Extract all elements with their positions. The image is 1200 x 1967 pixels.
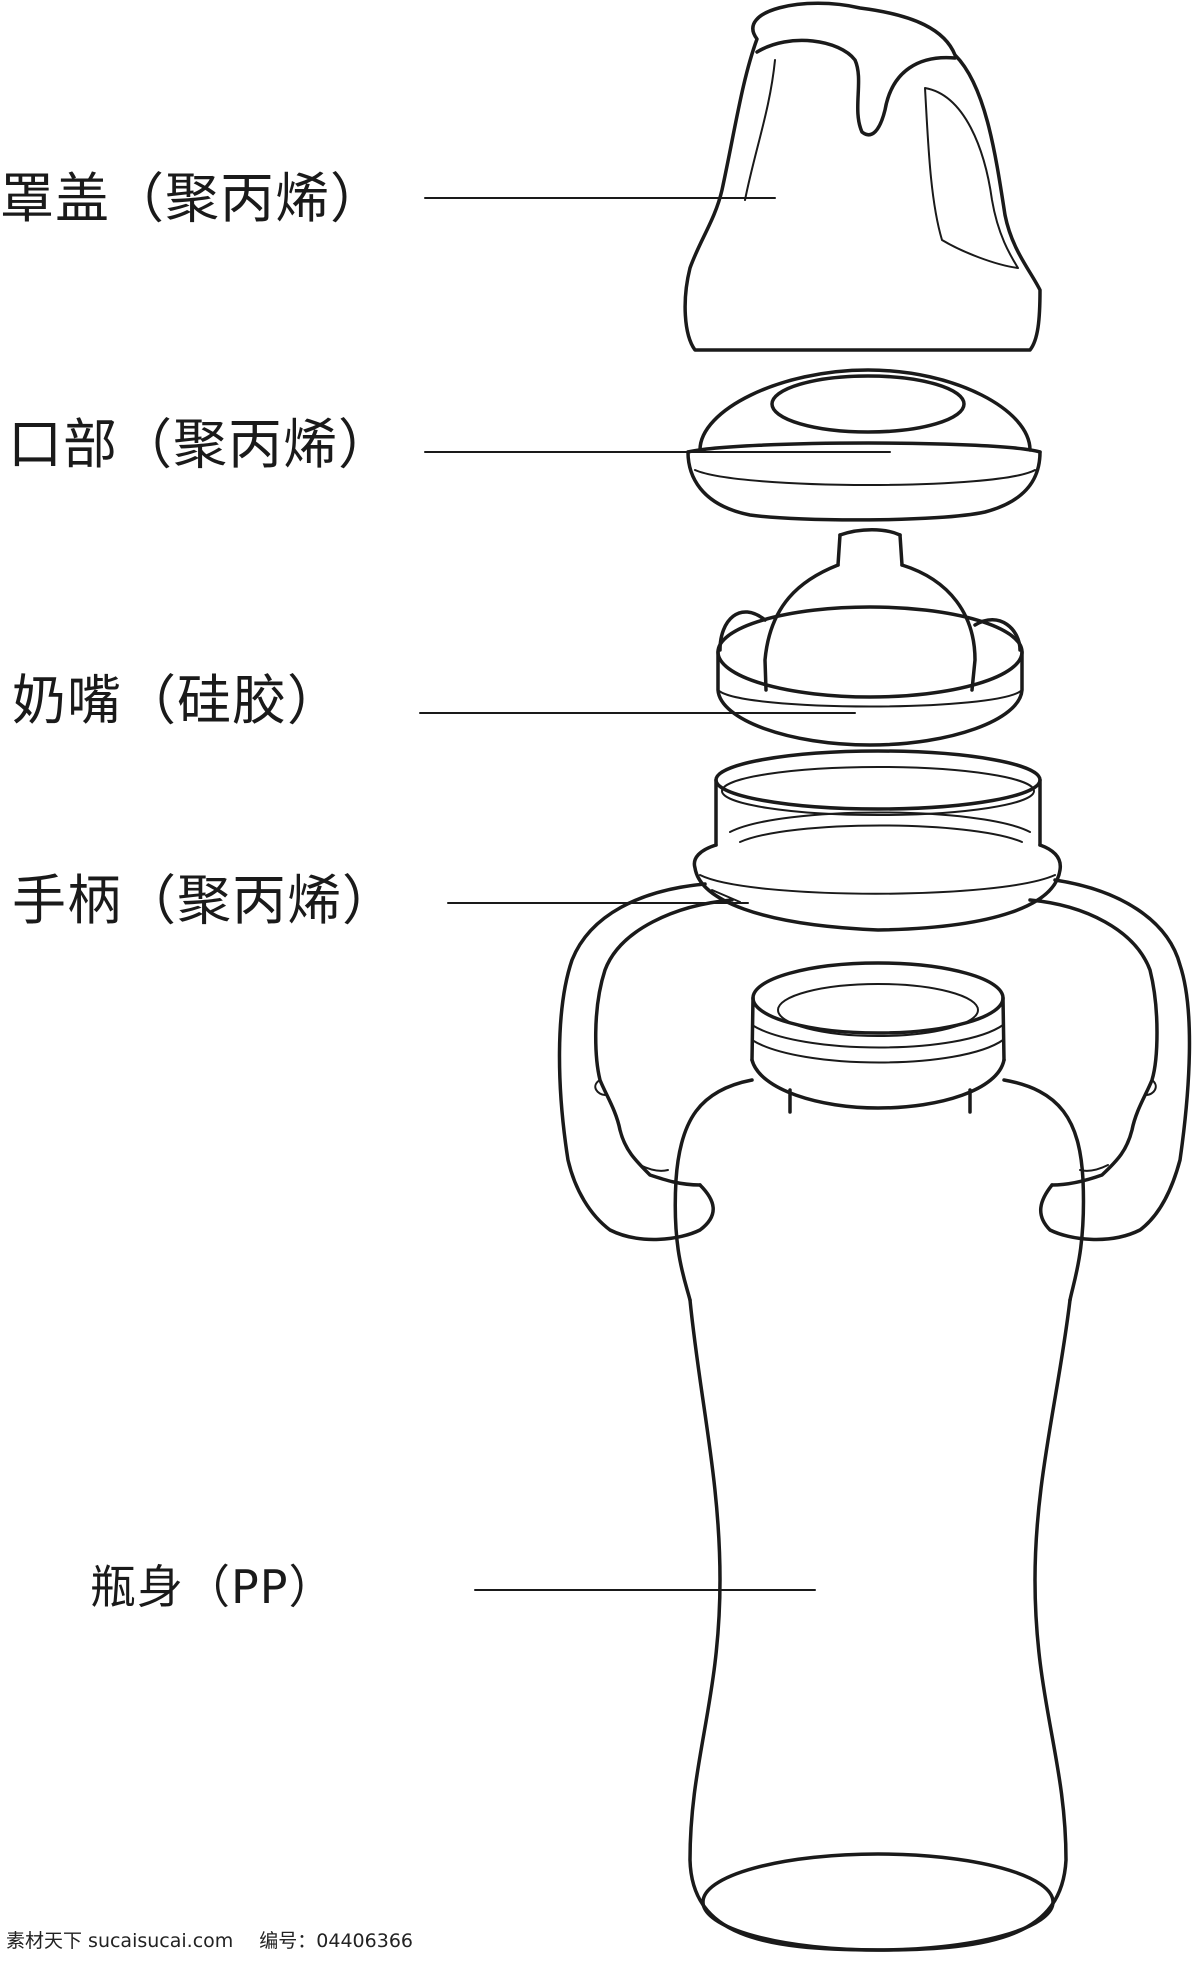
collar-part	[686, 368, 1042, 522]
label-handle: 手柄（聚丙烯）	[12, 869, 397, 932]
label-body: 瓶身（PP）	[90, 1560, 336, 1614]
footer-id-value: 04406366	[316, 1930, 414, 1952]
bottle-body-part	[673, 961, 1086, 1952]
label-collar: 口部（聚丙烯）	[8, 413, 393, 476]
label-cap: 罩盖（聚丙烯）	[0, 167, 385, 230]
handle-part	[557, 749, 1192, 1242]
footer-id-label: 编号：	[259, 1930, 317, 1952]
label-nipple: 奶嘴（硅胶）	[12, 669, 342, 732]
cap-part	[683, 1, 1042, 352]
footer-watermark: 素材天下 sucaisucai.com 编号：04406366	[6, 1926, 413, 1953]
footer-site: 素材天下 sucaisucai.com	[6, 1930, 234, 1952]
